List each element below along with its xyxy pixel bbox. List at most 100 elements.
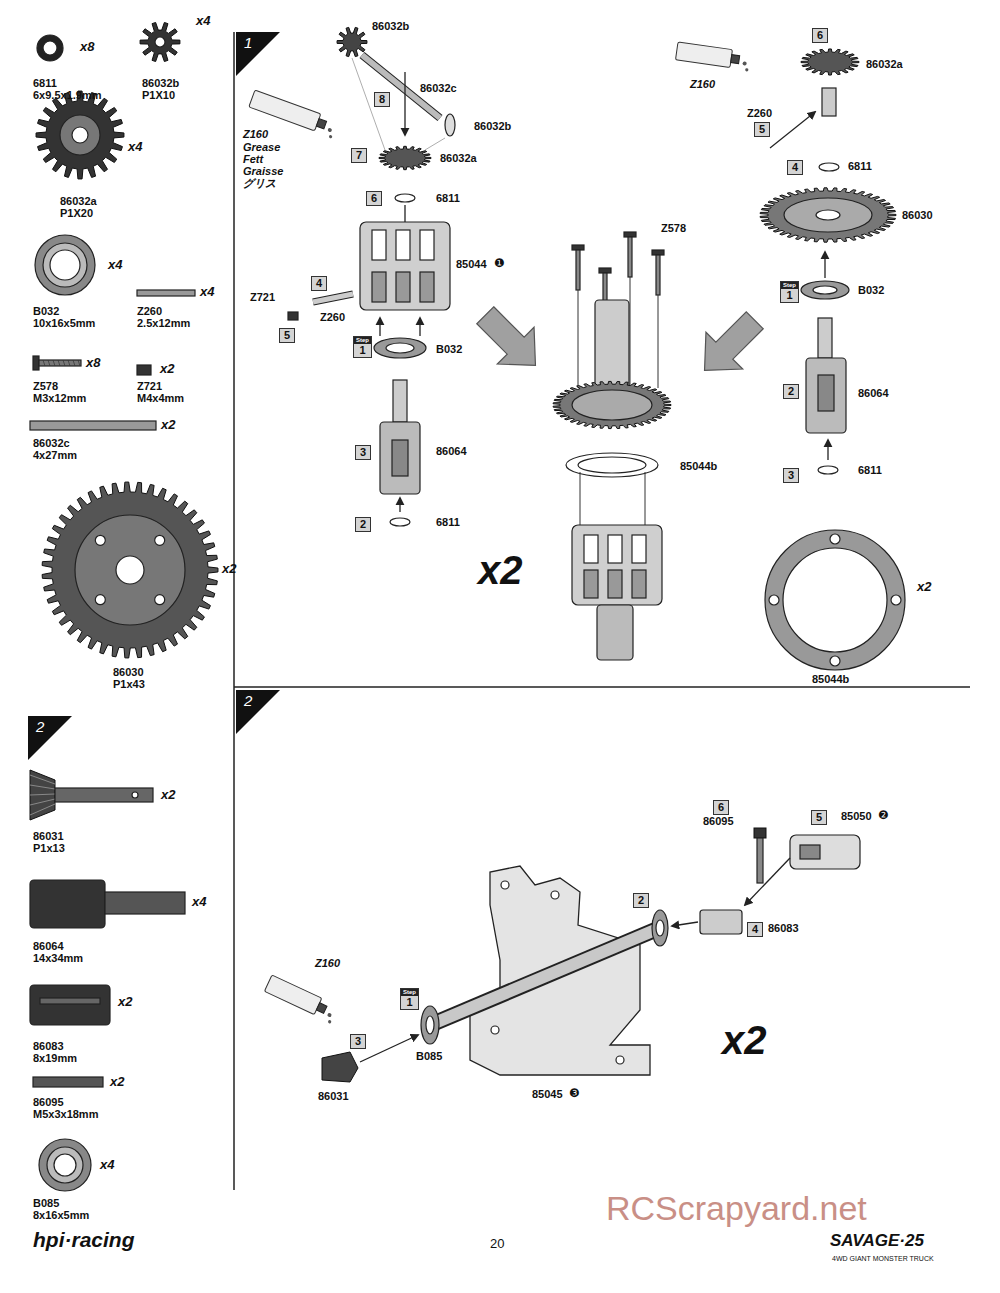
screw-shaft	[628, 237, 632, 277]
dimension: 4x27mm	[33, 449, 77, 461]
bearing-bore	[50, 250, 80, 280]
thread	[53, 360, 55, 366]
section-marker: 1	[236, 32, 280, 76]
screw-head	[754, 828, 766, 838]
grease-drop	[328, 1020, 332, 1024]
step-word: Step	[401, 989, 418, 996]
circled-number: ❸	[569, 1087, 580, 1100]
dimension: P1X20	[60, 207, 93, 219]
brand-logo: hpi·racing	[33, 1228, 135, 1251]
dimension: 8x16x5mm	[33, 1209, 89, 1221]
pin-hole	[132, 792, 138, 798]
quantity: x4	[196, 14, 210, 28]
guide-line	[630, 277, 631, 388]
mount-hole	[501, 881, 509, 889]
bolt-hole	[769, 595, 779, 605]
case-slot	[420, 230, 434, 260]
dimension: M4x4mm	[137, 392, 184, 404]
bolt-hole	[830, 534, 840, 544]
section-marker: 2	[28, 716, 72, 760]
cross-shaft	[822, 88, 836, 116]
step-box: 8	[374, 92, 390, 107]
thread	[48, 360, 50, 366]
part-number: Z260	[320, 311, 345, 323]
bearing-bore	[54, 1154, 76, 1176]
bevel-gear	[801, 49, 859, 75]
grease-note: Z160	[315, 957, 340, 969]
step-box: 3	[355, 445, 371, 460]
guide-line	[645, 472, 646, 525]
outdrive-slot	[392, 440, 408, 476]
step-number: 1	[404, 996, 415, 1009]
screw-head	[652, 250, 664, 255]
diff-case	[360, 222, 450, 310]
tube-body	[675, 42, 732, 67]
quantity: x4	[192, 895, 206, 909]
step-number: 5	[283, 329, 291, 342]
screw-shaft	[757, 838, 763, 883]
washer	[819, 163, 839, 171]
gasket	[765, 530, 905, 670]
case-slot	[608, 535, 622, 563]
step-number: 2	[359, 518, 367, 531]
part-number: 85045	[532, 1088, 563, 1100]
bolt-hole	[155, 535, 165, 545]
thread	[63, 360, 65, 366]
part-number: 86064	[858, 387, 889, 399]
gear-face	[784, 198, 872, 232]
pinion-shaft	[55, 788, 153, 802]
bearing	[35, 235, 95, 295]
assembly-arrow	[827, 440, 828, 460]
step-number: 2	[787, 385, 795, 398]
part-number: 86030	[113, 666, 144, 678]
bearing-race	[43, 243, 87, 287]
quantity: x2	[118, 995, 132, 1009]
outdrive-shaft	[105, 892, 185, 914]
gear-hole	[116, 556, 144, 584]
outdrive-slot	[40, 998, 100, 1004]
guide-line	[580, 472, 581, 525]
bolt-hole	[891, 595, 901, 605]
set-screw	[33, 1077, 103, 1087]
big-arrow	[686, 302, 773, 389]
step-number: 5	[815, 811, 823, 824]
pin-outline	[313, 294, 353, 302]
dimension: 2.5x12mm	[137, 317, 190, 329]
assembly-arrow	[824, 252, 825, 278]
part-number: 6811	[858, 464, 882, 476]
case-rib	[608, 570, 622, 598]
step-word: Step	[781, 282, 798, 289]
gear-tooth	[30, 785, 55, 789]
bearing-bore	[656, 920, 664, 936]
part-number: Z578	[661, 222, 686, 234]
screw-head	[572, 245, 584, 250]
thread	[73, 360, 75, 366]
quantity: x8	[86, 356, 100, 370]
marker-shape	[236, 690, 280, 734]
step-box: Step1	[780, 281, 799, 303]
case-rib	[584, 570, 598, 598]
quantity: x2	[917, 580, 931, 594]
washer-hole	[43, 41, 57, 55]
gear-hole	[155, 37, 165, 47]
part-number: Z721	[137, 380, 162, 392]
circled-number: ❷	[878, 809, 889, 822]
outdrive-slot	[818, 375, 834, 411]
bevel-gear	[379, 146, 431, 169]
step-box: 3	[783, 468, 799, 483]
part-number: 86031	[33, 830, 64, 842]
big-arrow	[467, 297, 554, 384]
quantity: x2	[160, 362, 174, 376]
assembly-arrow	[672, 922, 698, 926]
step-number: 6	[816, 29, 824, 42]
gasket-inner	[783, 548, 887, 652]
assembly-arrow	[419, 318, 420, 336]
quantity: x4	[200, 285, 214, 299]
part-number: 86032b	[142, 77, 179, 89]
circled-number: ❶	[494, 257, 505, 270]
step-box: 2	[783, 384, 799, 399]
part-number: B032	[858, 284, 884, 296]
grub-screw	[137, 365, 151, 375]
grease-tube	[675, 42, 751, 72]
shaft-outline	[362, 55, 440, 118]
